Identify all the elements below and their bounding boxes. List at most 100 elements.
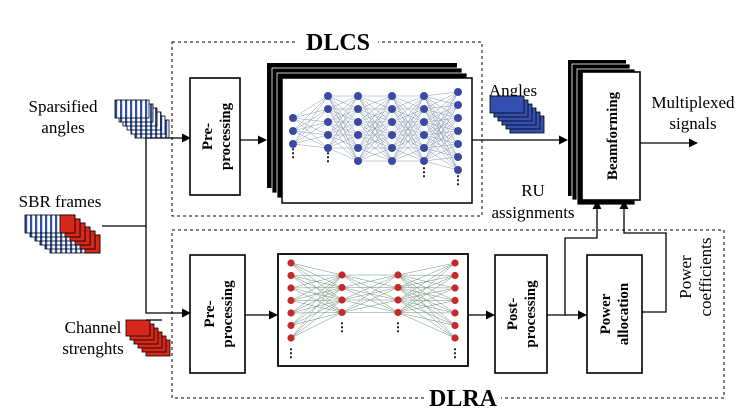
network-node [287, 321, 295, 330]
network-node [354, 92, 362, 100]
network-node [454, 140, 462, 148]
dlra-preprocessing-label-line1: Pre- [202, 300, 218, 327]
sparsified-angles-stack-icon [114, 99, 170, 139]
network-node [338, 283, 346, 292]
network-node [354, 131, 362, 139]
network-node [451, 284, 459, 292]
network-node [388, 105, 396, 113]
network-node [454, 88, 462, 96]
beamforming-block-stack [568, 60, 641, 206]
dlcs-preprocessing-block [189, 77, 241, 196]
sbr-frames-stack-icon [24, 214, 101, 254]
network-node [338, 271, 346, 279]
network-node [289, 114, 297, 122]
dlcs-neural-network: ⋮ ⋮ ⋮ ⋮ [287, 88, 464, 187]
network-ellipsis: ⋮ [322, 150, 334, 164]
network-node [324, 105, 332, 113]
postprocessing-label-line2: processing [523, 280, 539, 348]
sparsified-angles-label-line1: Sparsified [29, 97, 98, 116]
network-node [420, 105, 428, 113]
network-node [324, 118, 332, 126]
network-ellipsis: ⋮ [449, 346, 461, 360]
network-node [451, 334, 459, 342]
network-ellipsis: ⋮ [285, 346, 297, 360]
network-node [287, 284, 295, 292]
network-node [287, 334, 295, 342]
multiplexed-signals-label-line2: signals [669, 114, 716, 133]
dlra-preprocessing-label-line2: processing [220, 280, 236, 348]
network-node [451, 309, 459, 317]
network-node [287, 271, 295, 280]
network-node [354, 105, 362, 113]
dlcs-title: DLCS [306, 30, 370, 56]
dlra-arrows [245, 200, 667, 320]
network-node [338, 296, 346, 304]
network-node [451, 296, 459, 305]
dlra-title: DLRA [429, 386, 498, 412]
network-node [394, 308, 402, 317]
network-node [451, 271, 459, 280]
network-node [420, 131, 428, 139]
network-node [454, 153, 462, 161]
network-node [338, 308, 346, 317]
network-node [388, 144, 396, 152]
network-node [420, 118, 428, 126]
power-allocation-block [586, 254, 643, 374]
network-node [454, 114, 462, 122]
network-node [420, 157, 428, 165]
angles-label: Angles [489, 81, 537, 100]
network-ellipsis: ⋮ [287, 146, 299, 160]
sparsified-angles-label-line2: angles [41, 118, 84, 137]
multiplexed-signals-label-line1: Multiplexed [651, 93, 735, 112]
ru-assignments-label-line2: assignments [491, 203, 574, 222]
dlcs-section-box [171, 41, 483, 217]
power-coefficients-label-line2: coefficients [696, 238, 715, 317]
dlcs-preprocessing-label-line1: Pre- [200, 123, 216, 150]
network-node [324, 144, 332, 152]
network-node [394, 283, 402, 292]
network-node [287, 309, 295, 317]
network-node [324, 92, 332, 100]
network-node [420, 92, 428, 100]
dlcs-network-stack [267, 63, 473, 204]
network-ellipsis: ⋮ [336, 320, 348, 334]
network-node [354, 144, 362, 152]
postprocessing-block [494, 254, 548, 374]
network-node [388, 118, 396, 126]
channel-strengths-label-line2: strenghts [62, 339, 123, 358]
network-node [394, 271, 402, 279]
network-edges [290, 262, 456, 339]
network-edges [292, 91, 459, 171]
dlra-preprocessing-block [189, 254, 246, 374]
network-node [354, 118, 362, 126]
network-node [454, 166, 462, 174]
network-node [287, 296, 295, 305]
network-node [289, 127, 297, 135]
postprocessing-label-line1: Post- [505, 298, 521, 331]
power-allocation-label-line1: Power [598, 293, 614, 334]
network-ellipsis: ⋮ [452, 173, 464, 187]
network-node [388, 131, 396, 139]
network-node [451, 321, 459, 330]
sbr-frames-label: SBR frames [19, 192, 102, 211]
input-connectors [102, 133, 191, 321]
network-node [354, 157, 362, 165]
network-node [420, 144, 428, 152]
network-node [451, 259, 459, 267]
network-ellipsis: ⋮ [392, 320, 404, 334]
dlra-neural-network: ⋮ ⋮ ⋮ ⋮ [285, 259, 461, 360]
channel-strengths-stack-icon [125, 319, 171, 357]
network-ellipsis: ⋮ [418, 165, 430, 179]
network-node [454, 127, 462, 135]
dlra-network-box [277, 253, 469, 367]
angles-stack-icon [489, 95, 545, 134]
channel-strengths-label-line1: Channel [65, 318, 122, 337]
beamforming-label: Beamforming [605, 91, 621, 180]
network-node [394, 296, 402, 304]
dlcs-preprocessing-label-line2: processing [218, 102, 234, 170]
network-node [287, 259, 295, 267]
power-allocation-label-line2: allocation [616, 282, 632, 345]
ru-assignments-label-line1: RU [521, 181, 545, 200]
